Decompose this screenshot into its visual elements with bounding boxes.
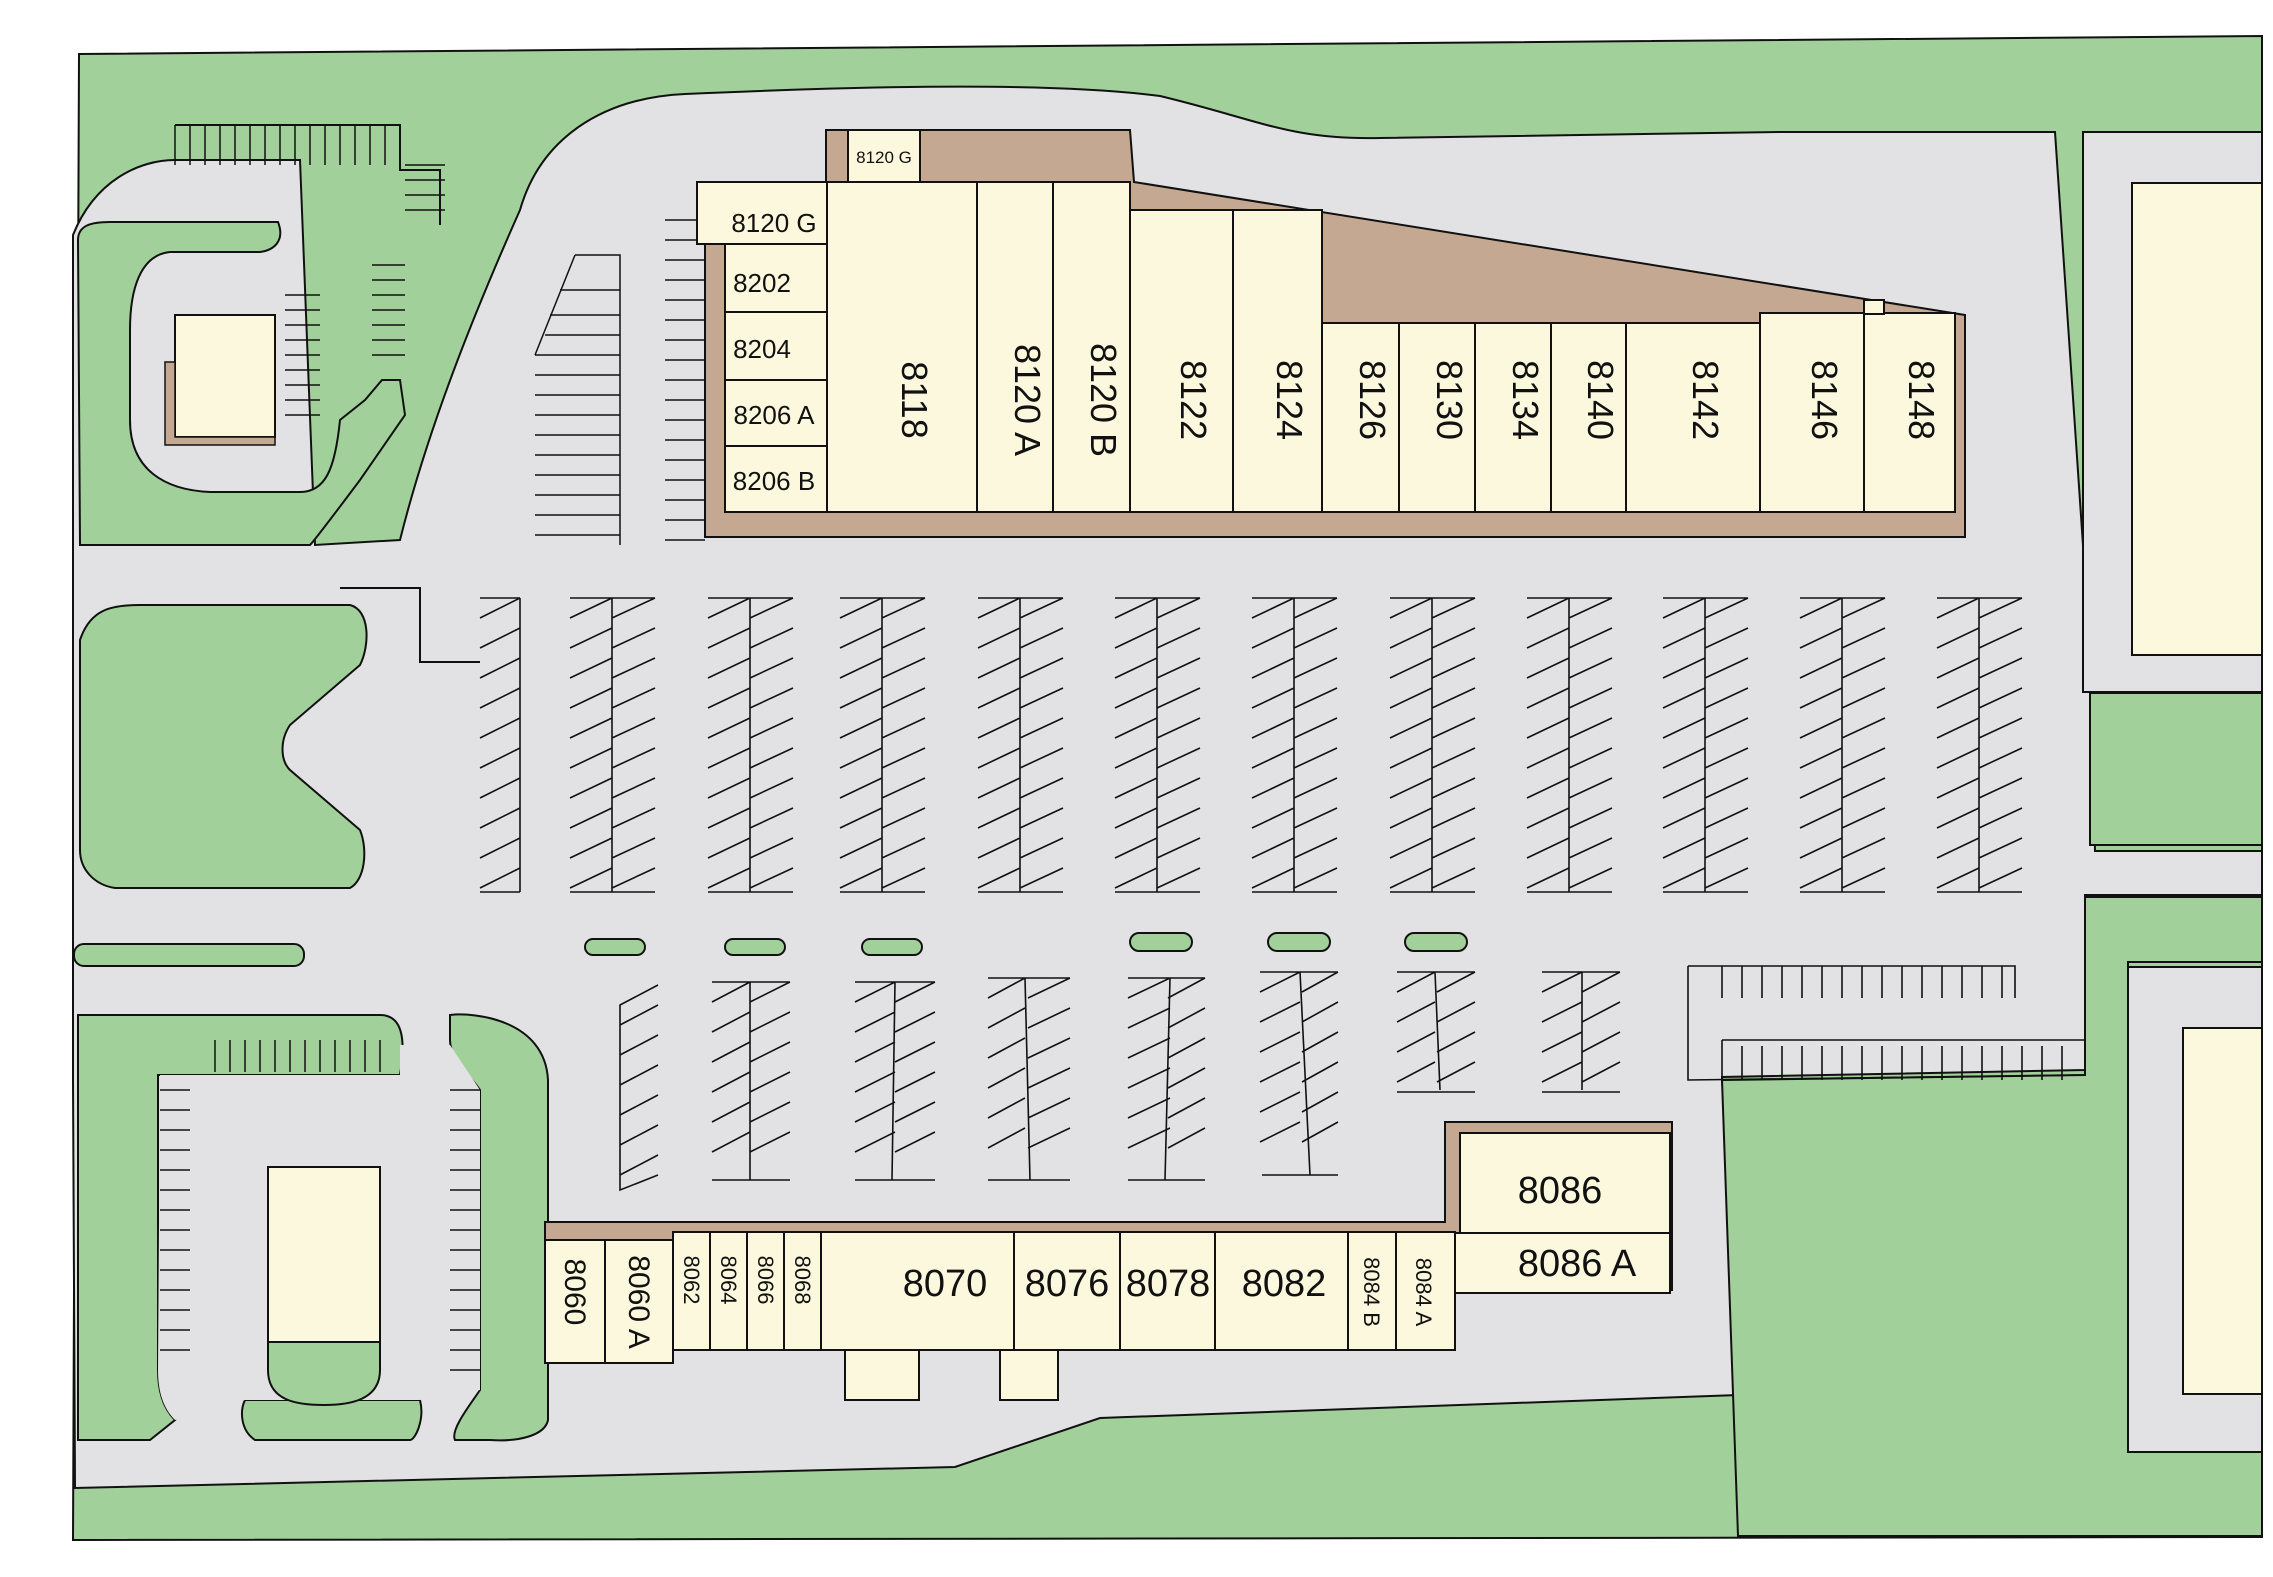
label-8140: 8140 [1580,360,1621,440]
right-building-bottom [2182,1027,2263,1395]
left-strip-island [73,943,305,967]
unit-8118 [826,181,978,513]
label-8202: 8202 [733,268,791,298]
label-8084a: 8084 A [1411,1258,1436,1327]
label-8120b: 8120 B [1083,343,1124,457]
unit-8066 [746,1231,785,1351]
right-building-top [2131,182,2263,656]
top-left-island [76,221,407,546]
unit-8142 [1625,322,1761,513]
label-8130: 8130 [1429,360,1470,440]
unit-8202 [724,243,828,313]
central-parking-rows [479,597,2023,893]
label-8126: 8126 [1352,360,1393,440]
label-8204: 8204 [733,334,791,364]
label-8078: 8078 [1126,1263,1211,1305]
label-8142: 8142 [1685,360,1726,440]
unit-8076 [1013,1231,1121,1351]
unit-8126 [1321,322,1400,513]
label-8086a: 8086 A [1518,1243,1637,1285]
label-8146: 8146 [1804,360,1845,440]
bottom-left-island-south [241,1399,423,1441]
label-8082: 8082 [1242,1263,1327,1305]
label-8064: 8064 [716,1256,741,1305]
left-middle-island [79,604,368,889]
label-8122: 8122 [1173,360,1214,440]
lower-parking-rows [619,971,1621,1192]
unit-8206a [724,379,828,447]
label-8068: 8068 [790,1256,815,1305]
label-8060a: 8060 A [622,1255,655,1348]
unit-8130 [1398,322,1476,513]
label-8118: 8118 [894,361,935,438]
unit-8062 [672,1231,711,1351]
left-middle-lot-edge [340,587,480,663]
unit-8070 [820,1231,1015,1351]
east-parking-block [1687,965,2086,1081]
label-8124: 8124 [1269,360,1310,440]
unit-8086 [1459,1132,1671,1234]
south-unit-labels: 8086 8086 A 8060 8060 A 8062 8064 8066 8… [558,1170,1637,1349]
top-left-stalls [174,125,445,416]
label-8070: 8070 [903,1263,988,1305]
label-8148: 8148 [1901,360,1942,440]
unit-8122 [1129,209,1234,513]
label-8062: 8062 [679,1256,704,1305]
unit-8120g-top [847,129,921,183]
bottom-left-bowl [267,1341,381,1407]
unit-8084b [1347,1231,1397,1351]
label-8066: 8066 [753,1256,778,1305]
unit-8078 [1119,1231,1216,1351]
label-8120g: 8120 G [731,208,816,238]
loading-dock-1 [844,1349,920,1401]
label-8084b: 8084 B [1359,1257,1384,1327]
label-8134: 8134 [1505,360,1546,440]
label-8076: 8076 [1025,1263,1110,1305]
top-left-building-shadow [164,361,276,446]
north-building [696,129,1956,513]
right-grass-middle [1720,896,2263,1537]
bottom-left-building [267,1166,381,1343]
unit-8140 [1550,322,1627,513]
unit-8084a [1395,1231,1456,1351]
roof-notch [1863,299,1885,315]
unit-8060 [544,1239,606,1364]
south-building [544,1132,1671,1401]
unit-8120a [976,181,1054,513]
label-8206b: 8206 B [733,466,815,496]
right-grass-top [2089,692,2263,846]
unit-8082 [1214,1231,1349,1351]
unit-8206b [724,445,828,513]
unit-8086a [1454,1232,1671,1294]
unit-8124 [1232,209,1323,513]
unit-8068 [783,1231,822,1351]
label-8120g-top: 8120 G [856,148,912,167]
label-8086: 8086 [1518,1170,1603,1212]
north-unit-labels: 8120 G 8120 G 8202 8204 8206 A 8206 B 81… [731,148,1942,496]
label-8206a: 8206 A [734,400,816,430]
loading-dock-2 [999,1349,1059,1401]
unit-8120b [1052,181,1131,513]
unit-8204 [724,311,828,381]
top-left-building [174,314,276,438]
label-8060: 8060 [558,1259,591,1326]
unit-8148 [1863,312,1956,513]
unit-8134 [1474,322,1552,513]
small-islands [584,932,1468,956]
label-8120a: 8120 A [1007,344,1048,456]
bottom-left-stalls [160,1040,480,1371]
